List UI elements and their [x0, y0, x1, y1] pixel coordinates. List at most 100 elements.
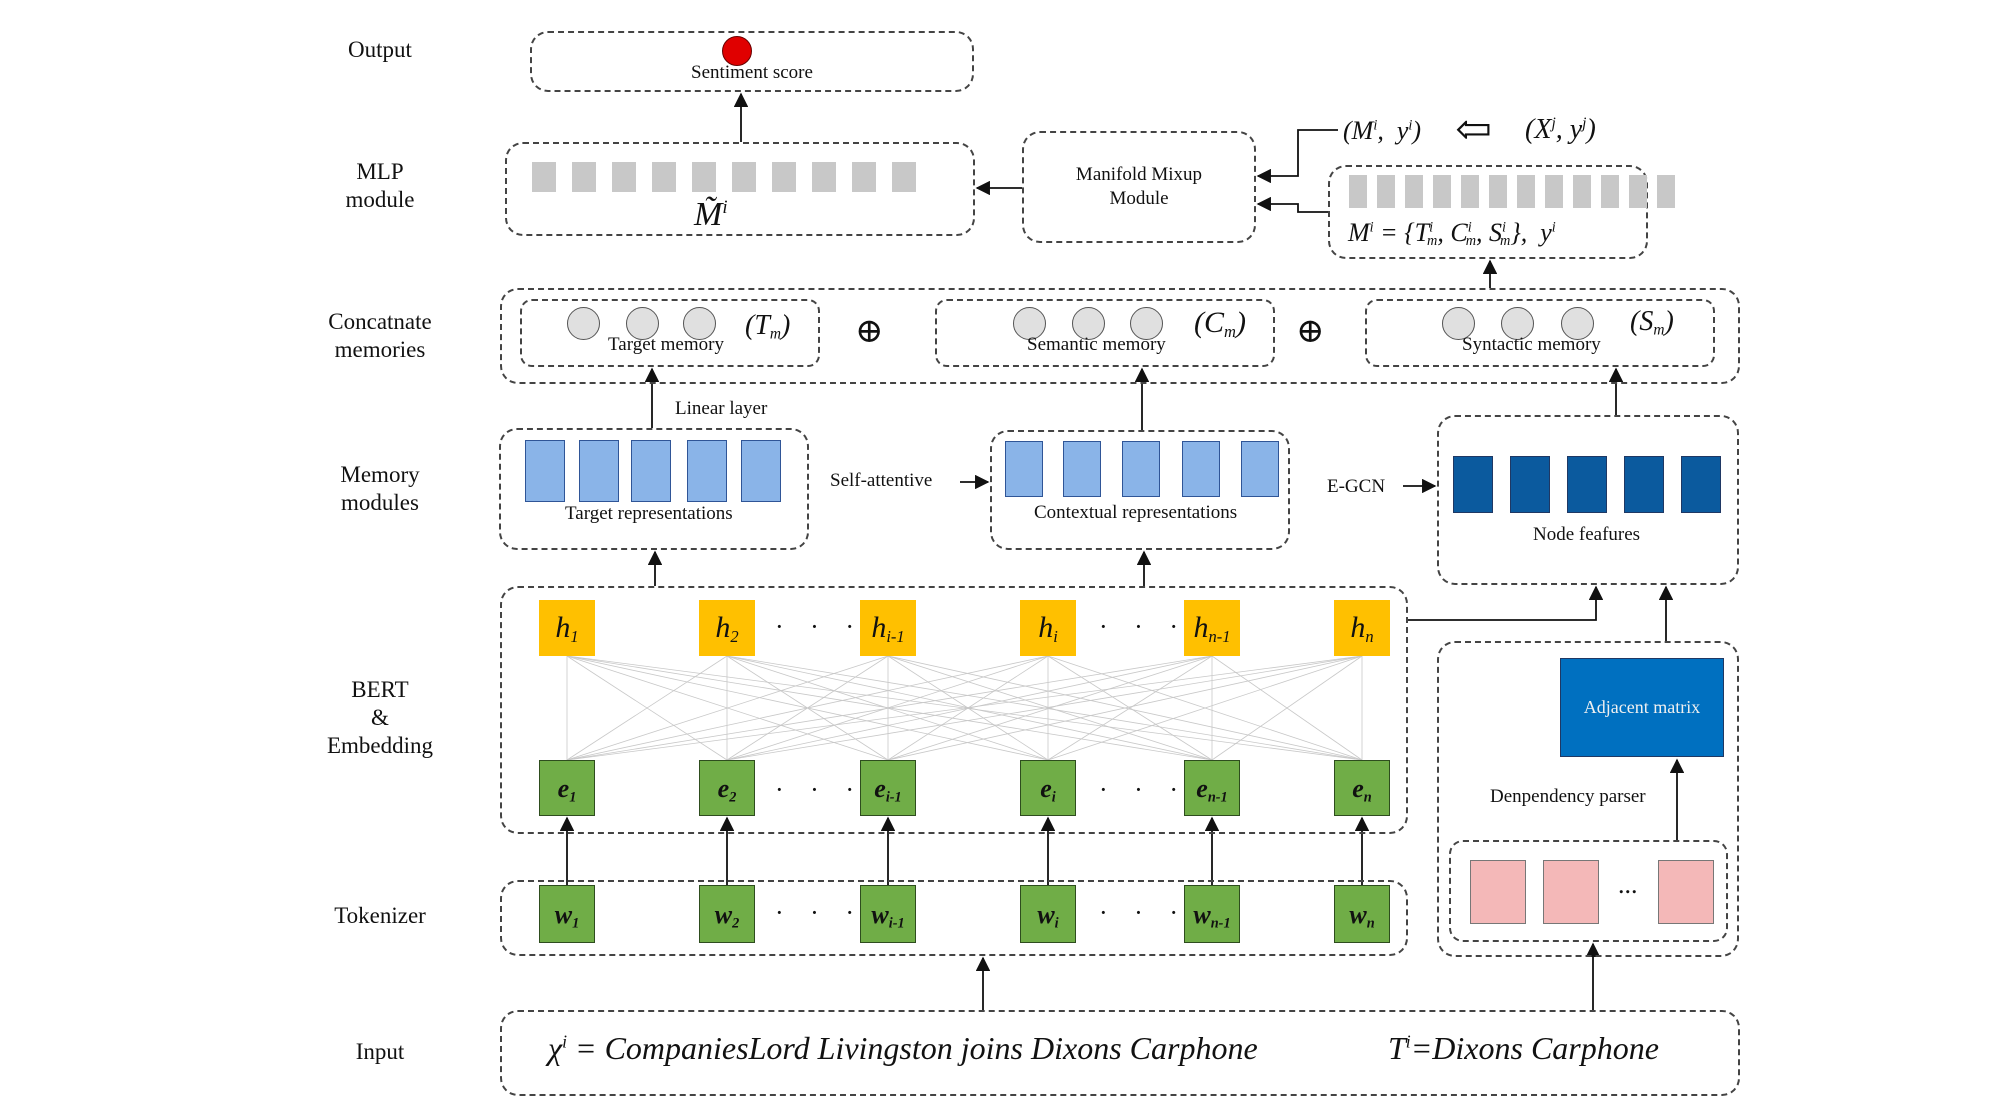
memory-vector-cell: [1433, 175, 1451, 208]
semantic-memory-label: Semantic memory: [1027, 334, 1166, 355]
memory-vector-cell: [1629, 175, 1647, 208]
tokenizer-box: [500, 880, 1408, 956]
mixup-pair-j: (Xj, yj): [1525, 114, 1596, 145]
row-label-mlp: MLP module: [345, 159, 415, 212]
node-features-box: [1437, 415, 1739, 585]
double-left-arrow-icon: ⇦: [1455, 105, 1492, 154]
manifold-mixup-label: Manifold Mixup Module: [1075, 164, 1203, 209]
row-label-output: Output: [348, 37, 412, 62]
syntactic-memory-label: Syntactic memory: [1462, 334, 1601, 355]
contextual-representations-box: [990, 430, 1290, 550]
mlp-vector-cell: [772, 162, 796, 192]
embedding-node: en: [1334, 760, 1390, 816]
token-ellipsis: · · ·: [1099, 898, 1188, 927]
target-memory-label: Target memory: [608, 334, 724, 355]
output-box: [530, 31, 974, 92]
hidden-state-node: hn-1: [1184, 600, 1240, 656]
hidden-ellipsis: · · ·: [1099, 612, 1188, 641]
memory-vector-cell: [1489, 175, 1507, 208]
node-feature-vector: [1624, 456, 1664, 513]
bert-box: [500, 586, 1408, 834]
memory-vector-cell: [1349, 175, 1367, 208]
semantic-memory-symbol: (Cm): [1194, 306, 1246, 341]
hidden-state-node: h2: [699, 600, 755, 656]
token-node: wi: [1020, 885, 1076, 943]
memory-vector-box: [1328, 165, 1648, 259]
mlp-box: [505, 142, 975, 236]
concat-box: [500, 288, 1740, 384]
word-node: [1543, 860, 1599, 924]
embedding-node: ei: [1020, 760, 1076, 816]
mlp-vector-cell: [732, 162, 756, 192]
row-label-tokenizer: Tokenizer: [334, 903, 426, 928]
token-node: wn: [1334, 885, 1390, 943]
word-node: [1470, 860, 1526, 924]
adjacent-matrix-box: Adjacent matrix: [1560, 658, 1724, 757]
word-node: [1658, 860, 1714, 924]
syntactic-memory-box: [1365, 299, 1715, 367]
hidden-state-node: hi: [1020, 600, 1076, 656]
target-memory-slot: [683, 307, 716, 340]
node-feature-vector: [1567, 456, 1607, 513]
semantic-memory-slot: [1130, 307, 1163, 340]
contextual-representation-vector: [1241, 441, 1279, 497]
row-label-bert: BERT & Embedding: [326, 677, 434, 758]
memory-vector-cell: [1517, 175, 1535, 208]
target-representation-vector: [687, 440, 727, 502]
sentiment-node: [722, 36, 752, 66]
memory-set-label: Mi = {Tim, Cim, Sim}, yi: [1348, 218, 1556, 250]
contextual-representation-vector: [1182, 441, 1220, 497]
row-label-concat: Concatnate memories: [328, 309, 432, 362]
contextual-representation-vector: [1005, 441, 1043, 497]
syntactic-memory-symbol: (Sm): [1630, 306, 1674, 339]
embedding-ellipsis: · · ·: [775, 775, 864, 804]
egcn-label: E-GCN: [1327, 476, 1386, 497]
memory-vector-cell: [1657, 175, 1675, 208]
dependency-box: [1437, 641, 1739, 957]
syntactic-memory-slot: [1561, 307, 1594, 340]
target-representations-box: [499, 428, 809, 550]
bert-attention-lines: [566, 655, 1363, 761]
memory-vector-cell: [1601, 175, 1619, 208]
flow-arrow: [1256, 196, 1328, 213]
target-memory-symbol: (Tm): [745, 310, 791, 343]
semantic-memory-box: [935, 299, 1275, 367]
word-nodes-box: [1449, 840, 1728, 942]
hidden-state-node: h1: [539, 600, 595, 656]
concat-plus-icon: ⊕: [1296, 313, 1325, 350]
input-target: Ti=Dixons Carphone: [1388, 1030, 1659, 1066]
target-representation-vector: [525, 440, 565, 502]
dependency-parser-label: Denpendency parser: [1490, 786, 1646, 807]
token-node: wn-1: [1184, 885, 1240, 943]
token-node: w2: [699, 885, 755, 943]
linear-layer-label: Linear layer: [675, 398, 768, 419]
mixed-memory-label: M̃i: [694, 196, 728, 233]
embedding-node: e2: [699, 760, 755, 816]
node-feature-vector: [1453, 456, 1493, 513]
contextual-representation-vector: [1063, 441, 1101, 497]
mlp-vector-cell: [652, 162, 676, 192]
syntactic-memory-slot: [1501, 307, 1534, 340]
node-features-label: Node feafures: [1533, 524, 1641, 545]
syntactic-memory-slot: [1442, 307, 1475, 340]
input-box: [500, 1010, 1740, 1096]
mlp-vector-cell: [612, 162, 636, 192]
target-memory-slot: [626, 307, 659, 340]
mlp-vector-cell: [692, 162, 716, 192]
embedding-node: en-1: [1184, 760, 1240, 816]
node-feature-vector: [1681, 456, 1721, 513]
mlp-vector-cell: [812, 162, 836, 192]
sentiment-score-label: Sentiment score: [691, 62, 813, 83]
target-representation-vector: [631, 440, 671, 502]
mlp-vector-cell: [572, 162, 596, 192]
target-memory-slot: [567, 307, 600, 340]
word-node-ellipsis: ...: [1618, 870, 1638, 899]
node-feature-vector: [1510, 456, 1550, 513]
target-memory-box: [520, 299, 820, 367]
target-representations-label: Target representations: [565, 503, 733, 524]
flow-arrow: [1256, 129, 1338, 184]
row-label-memory: Memory modules: [340, 462, 420, 515]
memory-vector-cell: [1545, 175, 1563, 208]
